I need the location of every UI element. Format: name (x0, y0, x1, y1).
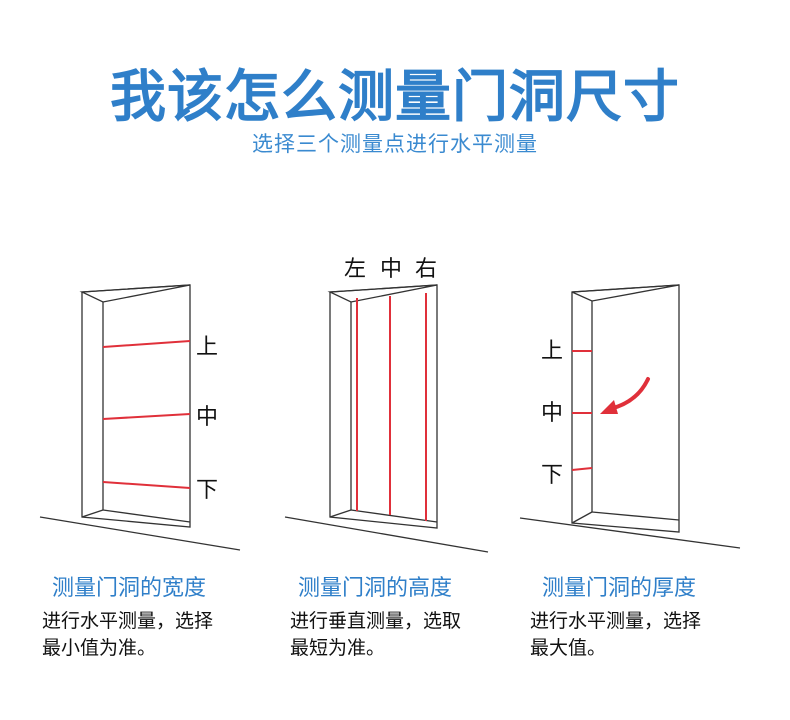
door-frame-corner (329, 509, 352, 518)
door-frame-corner (81, 509, 104, 518)
height-label-middle: 中 (380, 257, 402, 282)
door-frame-inner-bottom (591, 511, 680, 521)
height-label-right: 右 (415, 257, 437, 282)
depth-label-middle: 中 (541, 401, 563, 426)
door-frame-inner-bottom (102, 509, 191, 523)
door-frame-outer (81, 284, 191, 528)
width-caption: 测量门洞的宽度 (52, 576, 207, 601)
width-line-middle (102, 413, 191, 420)
depth-line-bottom (571, 467, 593, 471)
depth-description: 进行水平测量，选择 最大值。 (530, 608, 701, 662)
depth-label-top: 上 (541, 339, 563, 364)
page-subtitle: 选择三个测量点进行水平测量 (252, 132, 538, 156)
width-line-bottom (102, 481, 191, 489)
height-measure-lines (356, 293, 427, 521)
page-title: 我该怎么测量门洞尺寸 (110, 65, 680, 130)
door-frame-inner-bottom (350, 509, 438, 523)
depth-desc-line-2: 最大值。 (530, 637, 607, 659)
floor-line (39, 516, 241, 551)
floor-line (519, 517, 741, 549)
height-description: 进行垂直测量，选取 最短为准。 (290, 608, 461, 662)
door-frame-top (571, 284, 680, 302)
door-frame-outer (571, 284, 680, 533)
height-label-left: 左 (344, 257, 366, 282)
width-door-illustration (39, 284, 241, 551)
height-caption: 测量门洞的高度 (298, 576, 453, 601)
width-label-top: 上 (196, 335, 218, 360)
door-frame-outer (329, 284, 438, 529)
door-frame-top (79, 284, 191, 303)
height-desc-line-2: 最短为准。 (290, 637, 386, 659)
height-desc-line-1: 进行垂直测量，选取 (290, 610, 462, 632)
door-frame-top (327, 284, 438, 303)
width-label-middle: 中 (196, 405, 218, 430)
depth-measure-lines (571, 350, 593, 471)
width-desc-line-1: 进行水平测量，选择 (42, 610, 214, 632)
red-arrow-icon (600, 377, 650, 414)
depth-label-bottom: 下 (541, 463, 563, 488)
width-description: 进行水平测量，选择 最小值为准。 (42, 608, 213, 662)
floor-line (284, 516, 489, 553)
height-door-illustration (284, 284, 489, 553)
depth-caption: 测量门洞的厚度 (542, 576, 697, 601)
door-frame-corner (571, 511, 593, 524)
width-line-top (102, 340, 191, 348)
width-desc-line-2: 最小值为准。 (42, 637, 157, 659)
width-label-bottom: 下 (196, 478, 218, 503)
width-measure-lines (102, 340, 191, 489)
depth-door-illustration (519, 284, 741, 549)
depth-desc-line-1: 进行水平测量，选择 (530, 610, 702, 632)
